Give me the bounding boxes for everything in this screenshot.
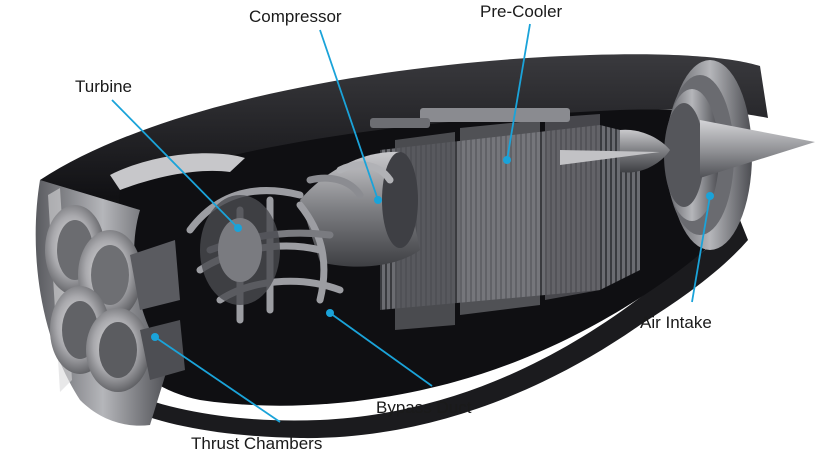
label-turbine: Turbine: [75, 77, 132, 96]
turbine-hub: [200, 195, 280, 305]
compressor-marker: [374, 196, 382, 204]
bypass-duct-leader: [329, 312, 433, 387]
pre-cooler-leader: [506, 23, 531, 161]
thrust-chambers: [45, 205, 185, 392]
label-thrust-chambers: Thrust Chambers: [191, 434, 322, 453]
thrust-chambers-marker: [151, 333, 159, 341]
label-compressor: Compressor: [249, 7, 342, 26]
thrust-chambers-leader: [154, 336, 281, 423]
label-pre-cooler: Pre-Cooler: [480, 2, 563, 21]
turbine-marker: [234, 224, 242, 232]
air-intake: [560, 60, 815, 250]
pre-cooler-marker: [503, 156, 511, 164]
label-air-intake: Air Intake: [640, 313, 712, 332]
label-bypass-duct: Bypass Duct: [376, 398, 472, 417]
compressor-leader: [319, 29, 379, 201]
outer-shell: [40, 54, 768, 439]
label-leaders: [111, 23, 714, 423]
turbine-leader: [111, 99, 239, 229]
air-intake-marker: [706, 192, 714, 200]
labels: Compressor Pre-Cooler Turbine Air Intake…: [75, 2, 712, 453]
bypass-duct-marker: [326, 309, 334, 317]
pre-cooler-assembly: [370, 108, 640, 330]
air-intake-leader: [691, 195, 711, 303]
